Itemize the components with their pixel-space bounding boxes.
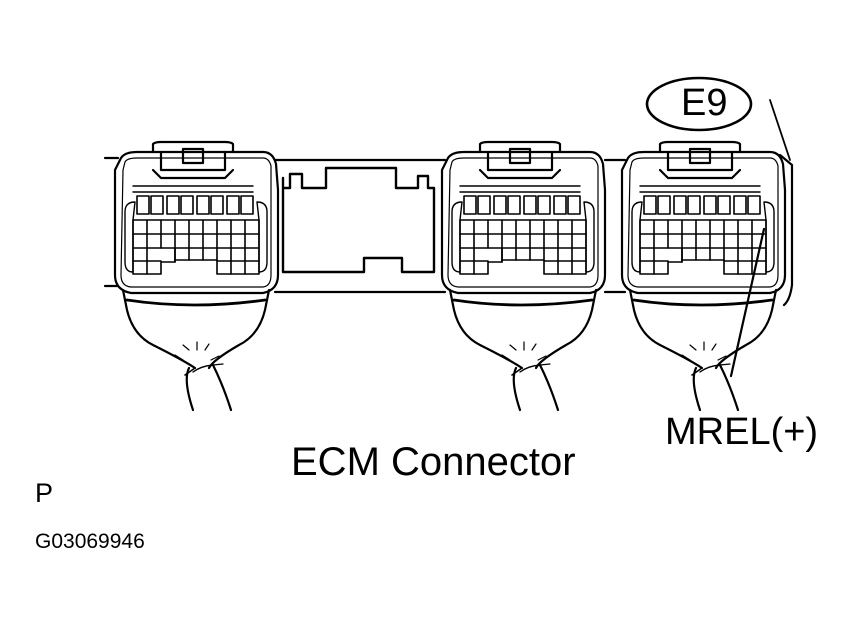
connector-center [440,140,607,412]
view-letter-label: P [35,478,54,508]
pin-leader-line [729,227,766,378]
connector-left [113,140,280,412]
figure-id-label: G03069946 [35,530,145,553]
pin-label: MREL(+) [665,411,819,453]
connector-code-label: E9 [681,82,728,124]
connector-code-ellipse [645,76,753,132]
connector-right [620,140,787,412]
connector-name-label: ECM Connector [291,440,576,484]
